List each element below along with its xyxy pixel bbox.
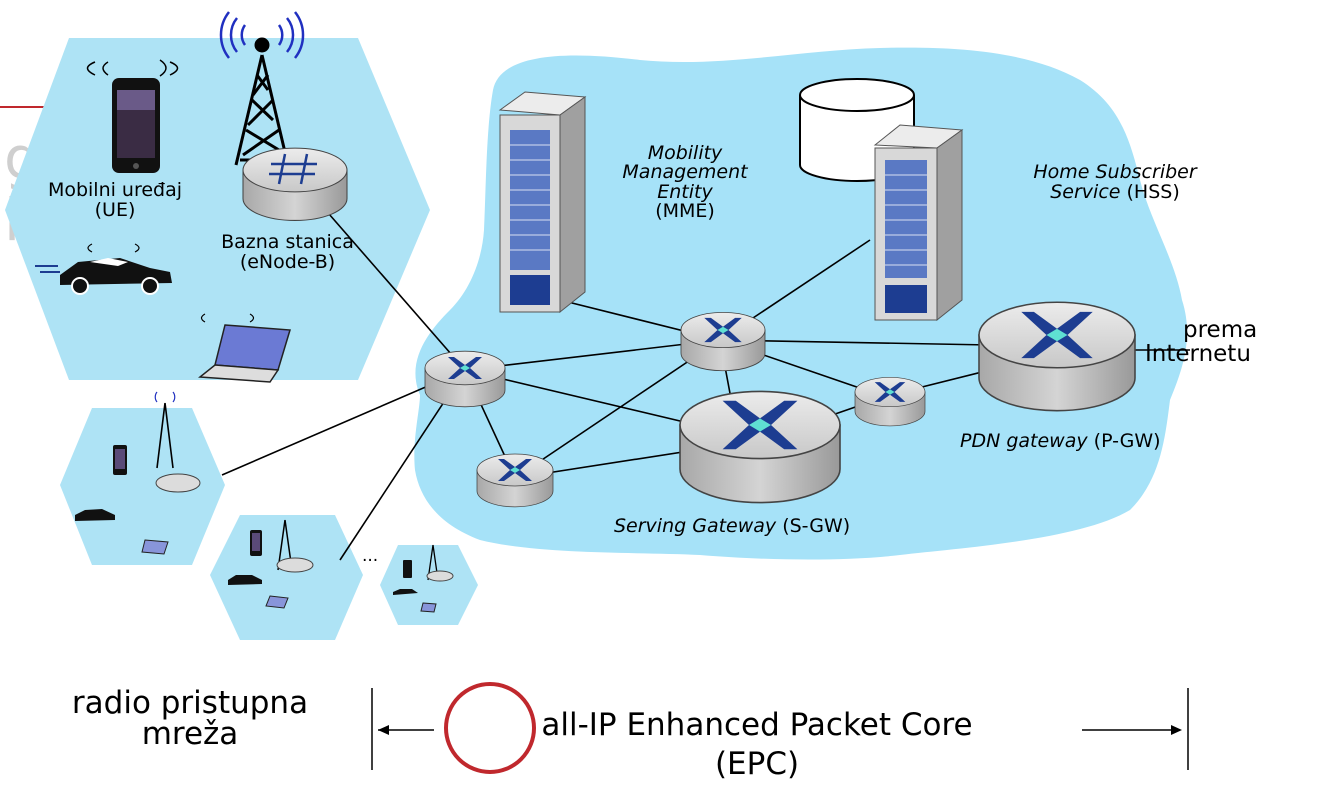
- small-cell-2-devices: [228, 519, 314, 609]
- sgw-label: Serving Gateway (S-GW): [614, 515, 851, 537]
- car-icon: [35, 243, 172, 295]
- small-cell-1: [60, 408, 225, 565]
- enodeb-router: [242, 147, 348, 221]
- router-icon-pgw: [978, 301, 1136, 412]
- router-icon-mme-hub: [680, 311, 766, 372]
- main-cell-hexagon: [5, 38, 430, 380]
- hss-label: Home Subscriber Service (HSS): [1033, 161, 1197, 203]
- enodeb-label: Bazna stanica(eNode-B): [221, 231, 354, 273]
- epc-label: all-IP Enhanced Packet Core(EPC): [541, 707, 973, 782]
- router-icon-small: [854, 376, 926, 427]
- ue-label: Mobilni uređaj(UE): [47, 179, 183, 221]
- pgw-label: PDN gateway (P-GW): [960, 430, 1161, 452]
- annotation-circle: [444, 682, 536, 774]
- small-cell-3-devices: [393, 544, 454, 613]
- smartphone-icon: [112, 78, 160, 173]
- laptop-icon: [198, 313, 291, 383]
- router-icon-lower: [476, 453, 554, 508]
- small-cell-3: [380, 545, 478, 625]
- ellipsis-label: ...: [362, 546, 379, 566]
- small-cell-2: [210, 515, 363, 640]
- router-icon-edge: [424, 350, 506, 408]
- epc-cloud: [414, 47, 1188, 560]
- small-cell-1-devices: [75, 391, 201, 555]
- router-icon-sgw: [679, 390, 841, 504]
- hss-server-icon: [873, 124, 964, 322]
- mme-server-icon: [498, 91, 587, 314]
